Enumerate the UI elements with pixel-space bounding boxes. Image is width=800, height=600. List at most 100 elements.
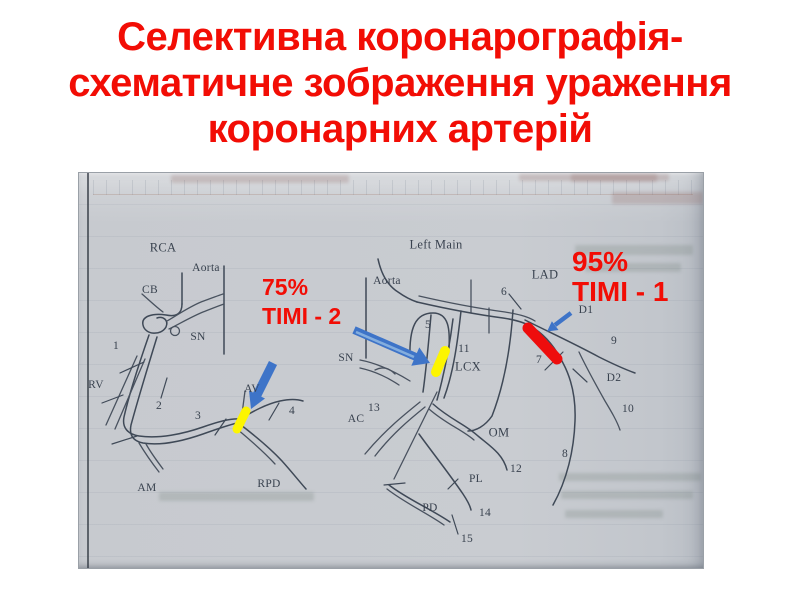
rca-catheter-hook: [142, 303, 183, 334]
left-main-diagram: [352, 258, 636, 535]
label-lad: LAD: [531, 267, 559, 282]
lesion-arrow-small: [553, 311, 573, 327]
rca-trunk-lower-wall: [129, 336, 238, 445]
label-left-main: Left Main: [409, 237, 463, 252]
label-cb: CB: [142, 284, 158, 296]
am-branch-b: [145, 443, 164, 470]
segment-number-5: 5: [424, 319, 432, 331]
segment-number-13: 13: [367, 402, 381, 414]
label-sn-left: SN: [190, 331, 206, 343]
bleed-through-smudge: [575, 245, 693, 255]
label-ac: AC: [347, 413, 365, 425]
rpd-branch-a: [240, 424, 307, 490]
lesion-arrow-long-highlight: [355, 330, 415, 359]
label-aorta-right: Aorta: [373, 275, 401, 287]
segment-number-1: 1: [112, 340, 120, 352]
label-d2: D2: [606, 372, 622, 384]
bleed-through-smudge: [565, 510, 663, 518]
lad-upper-wall: [418, 295, 536, 322]
lesion-arrow-long-head: [411, 347, 430, 366]
rca-diagram: [101, 265, 307, 490]
segment-number-15: 15: [460, 533, 474, 545]
segment-number-3: 3: [194, 410, 202, 422]
paper-margin-rule: [87, 173, 89, 568]
pl-pd-stem: [393, 391, 438, 480]
label-rca: RCA: [149, 240, 177, 255]
segment-number-2: 2: [155, 400, 163, 412]
sn-branch-lower: [168, 303, 225, 330]
lesion-annotation-right: 95% TIMI - 1: [572, 247, 668, 307]
lesion-annotation-left: 75% TIMI - 2: [262, 273, 341, 331]
bleed-through-smudge: [612, 192, 703, 204]
coronary-tree-drawing: [101, 258, 636, 535]
segment-number-14: 14: [478, 507, 492, 519]
pd-branch-a: [388, 484, 451, 523]
segment-number-10: 10: [621, 403, 635, 415]
bleed-through-smudge: [171, 175, 349, 183]
sn-loop: [169, 325, 181, 337]
segment-number-4: 4: [288, 405, 296, 417]
lesion-left-timi: TIMI - 2: [262, 303, 342, 329]
ac-branch-b: [374, 406, 426, 457]
pl-branch: [418, 433, 472, 511]
lesion-arrow-small-head: [547, 321, 559, 332]
lesion-arrow-left: [252, 360, 278, 398]
lesion-arrow-left-head: [249, 390, 265, 409]
bleed-through-smudge: [559, 473, 701, 481]
segment-tick-1: [119, 361, 145, 374]
bleed-through-smudge: [519, 174, 669, 181]
om-branch-b: [428, 408, 475, 441]
label-pd: PD: [422, 502, 438, 514]
label-rv: RV: [88, 379, 104, 391]
pl-tick: [447, 478, 459, 490]
label-lcx: LCX: [455, 359, 481, 374]
label-pl: PL: [468, 473, 484, 485]
label-aorta-left: Aorta: [192, 262, 220, 274]
av-branch: [239, 398, 304, 420]
segment-number-12: 12: [509, 463, 523, 475]
segment-number-9: 9: [610, 335, 618, 347]
label-d1: D1: [578, 304, 594, 316]
rv-tick: [101, 394, 124, 404]
bleed-through-smudge: [159, 492, 314, 501]
cb-branch: [141, 293, 164, 313]
stenosis-highlight-red-lad: [522, 322, 563, 365]
rpd-branch-b: [236, 428, 276, 465]
lesion-right-percent: 95%: [572, 246, 629, 277]
label-av: AV: [244, 383, 260, 395]
mid-channel-left-wall: [443, 310, 462, 399]
d1-branch: [524, 319, 636, 374]
segment-number-11: 11: [458, 343, 470, 355]
paper-ruler-bleedthrough: [93, 180, 693, 195]
label-am: AM: [137, 482, 157, 494]
stenosis-highlight-yellow-rca: [232, 406, 251, 434]
segment-tick-2: [160, 377, 168, 399]
segment-tick-3: [214, 418, 227, 436]
segment-number-7: 7: [535, 354, 543, 366]
sn-fork: [374, 367, 396, 375]
d1-takeoff-tick: [508, 293, 522, 310]
pd-branch-b: [386, 488, 445, 526]
lad-trunk: [416, 301, 576, 506]
stem-end-bar: [383, 482, 406, 486]
segment-number-6: 6: [500, 286, 508, 298]
mid-channel-right-wall: [467, 309, 514, 432]
sn-branch-b: [359, 367, 400, 386]
bleed-through-smudge: [585, 263, 681, 272]
lcx-left-wall: [422, 314, 432, 393]
om-branch-a: [432, 403, 508, 471]
label-rpd: RPD: [257, 478, 281, 490]
lesion-left-percent: 75%: [262, 274, 309, 300]
bend-tick: [111, 435, 138, 445]
d2-branch: [578, 351, 621, 431]
d2-tick: [572, 368, 588, 383]
label-sn-right: SN: [338, 352, 354, 364]
stenosis-highlight-yellow-lcx: [431, 346, 450, 377]
am-branch-a: [138, 442, 160, 473]
label-om: OM: [488, 425, 510, 440]
segment-tick-15: [451, 514, 459, 535]
bleed-through-smudge: [561, 491, 693, 499]
scanned-diagram-photo: RCA Aorta CB SN 1 RV 2 3 AV 4 AM RPD Lef…: [78, 172, 704, 569]
segment-number-8: 8: [561, 448, 569, 460]
ac-branch-a: [364, 401, 421, 455]
